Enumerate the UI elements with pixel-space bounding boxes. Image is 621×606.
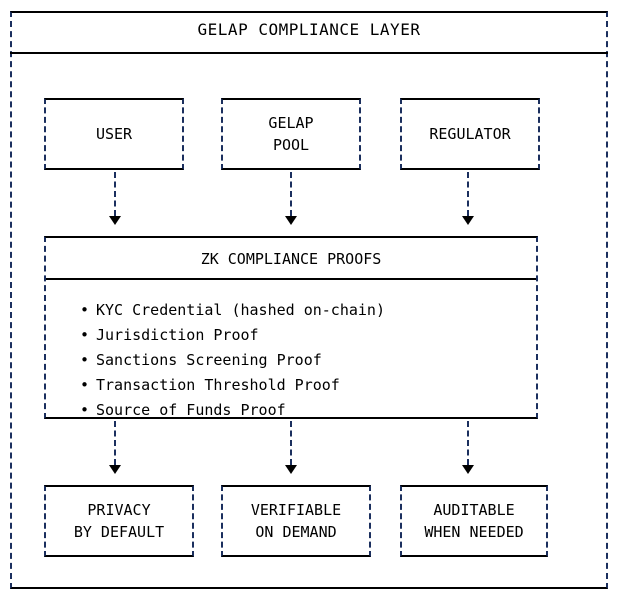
- arrow-shaft: [290, 421, 292, 465]
- list-item: KYC Credential (hashed on-chain): [80, 298, 536, 323]
- node-gelap-pool-label-line1: GELAP: [268, 114, 314, 132]
- arrow-shaft: [114, 421, 116, 465]
- arrow-gelap-pool-to-proofs: [284, 172, 298, 234]
- arrow-shaft: [467, 421, 469, 465]
- node-privacy-label-line1: PRIVACY: [87, 501, 151, 519]
- page-title: GELAP COMPLIANCE LAYER: [197, 20, 421, 39]
- node-privacy-label-line2: BY DEFAULT: [73, 523, 165, 541]
- node-user-label: USER: [95, 125, 133, 143]
- arrow-proofs-to-privacy: [108, 421, 122, 483]
- compliance-layer-frame: [10, 11, 608, 589]
- arrow-head-down-icon: [109, 216, 121, 225]
- arrow-shaft: [290, 172, 292, 216]
- node-gelap-pool-label-line2: POOL: [272, 136, 310, 154]
- node-privacy-by-default[interactable]: PRIVACY BY DEFAULT: [44, 485, 194, 557]
- header-divider: [10, 52, 608, 54]
- node-verifiable-label-line2: ON DEMAND: [255, 523, 337, 541]
- zk-proof-list: KYC Credential (hashed on-chain) Jurisdi…: [46, 282, 536, 423]
- arrow-head-down-icon: [285, 465, 297, 474]
- node-auditable-when-needed[interactable]: AUDITABLE WHEN NEEDED: [400, 485, 548, 557]
- node-verifiable-on-demand[interactable]: VERIFIABLE ON DEMAND: [221, 485, 371, 557]
- list-item: Transaction Threshold Proof: [80, 373, 536, 398]
- list-item: Sanctions Screening Proof: [80, 348, 536, 373]
- arrow-shaft: [114, 172, 116, 216]
- zk-panel-title: ZK COMPLIANCE PROOFS: [46, 238, 536, 280]
- zk-compliance-proofs-panel[interactable]: ZK COMPLIANCE PROOFS KYC Credential (has…: [44, 236, 538, 423]
- arrow-head-down-icon: [285, 216, 297, 225]
- arrow-head-down-icon: [109, 465, 121, 474]
- list-item: Source of Funds Proof: [80, 398, 536, 423]
- arrow-shaft: [467, 172, 469, 216]
- arrow-proofs-to-auditable: [461, 421, 475, 483]
- arrow-head-down-icon: [462, 216, 474, 225]
- node-gelap-pool[interactable]: GELAP POOL: [221, 98, 361, 170]
- node-regulator[interactable]: REGULATOR: [400, 98, 540, 170]
- node-regulator-label: REGULATOR: [429, 125, 511, 143]
- node-verifiable-label-line1: VERIFIABLE: [250, 501, 342, 519]
- list-item: Jurisdiction Proof: [80, 323, 536, 348]
- arrow-regulator-to-proofs: [461, 172, 475, 234]
- node-user[interactable]: USER: [44, 98, 184, 170]
- arrow-head-down-icon: [462, 465, 474, 474]
- node-auditable-label-line1: AUDITABLE: [433, 501, 515, 519]
- arrow-user-to-proofs: [108, 172, 122, 234]
- arrow-proofs-to-verifiable: [284, 421, 298, 483]
- node-auditable-label-line2: WHEN NEEDED: [424, 523, 524, 541]
